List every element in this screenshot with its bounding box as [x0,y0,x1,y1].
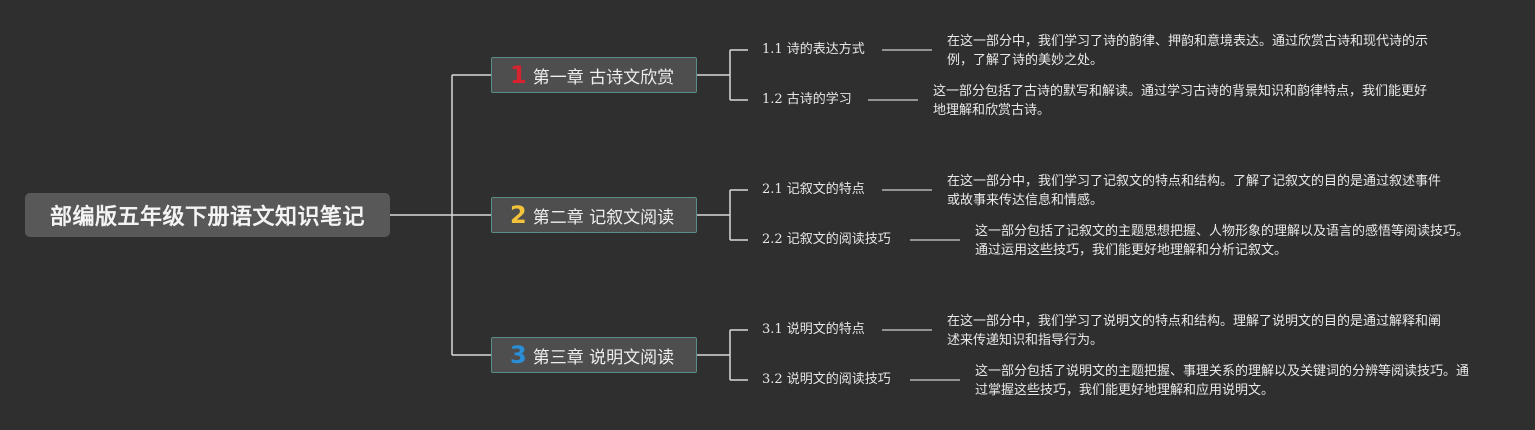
chapter-3-title: 第三章 说明文阅读 [532,347,675,368]
section-2-2-node[interactable]: 2.2 记叙文的阅读技巧 [762,232,891,247]
section-2-1-description: 在这一部分中，我们学习了记叙文的特点和结构。了解了记叙文的目的是通过叙述事件或故… [947,174,1442,208]
root-topic[interactable]: 部编版五年级下册语文知识笔记 [25,193,390,237]
chapter-2-title: 第二章 记叙文阅读 [532,207,675,228]
chapter-2-number-icon: 2 [510,201,527,229]
section-2-1-node[interactable]: 2.1 记叙文的特点 [762,182,865,197]
section-3-2-node[interactable]: 3.2 说明文的阅读技巧 [762,372,891,387]
chapter-3-node[interactable]: 3 第三章 说明文阅读 [491,337,697,373]
section-3-2-description: 这一部分包括了说明文的主题把握、事理关系的理解以及关键词的分辨等阅读技巧。通过掌… [975,364,1470,398]
chapter-1-number-icon: 1 [510,61,527,89]
section-3-1-node[interactable]: 3.1 说明文的特点 [762,322,865,337]
section-2-2-description: 这一部分包括了记叙文的主题思想把握、人物形象的理解以及语言的感悟等阅读技巧。通过… [975,224,1470,258]
section-3-1-description: 在这一部分中，我们学习了说明文的特点和结构。理解了说明文的目的是通过解释和阐述来… [947,314,1442,348]
section-1-2-node[interactable]: 1.2 古诗的学习 [762,92,852,107]
chapter-3-number-icon: 3 [510,341,527,369]
section-1-1-description: 在这一部分中，我们学习了诗的韵律、押韵和意境表达。通过欣赏古诗和现代诗的示例，了… [947,34,1429,68]
chapter-2-node[interactable]: 2 第二章 记叙文阅读 [491,197,697,233]
root-topic-label: 部编版五年级下册语文知识笔记 [49,205,365,230]
chapter-1-node[interactable]: 1 第一章 古诗文欣赏 [491,57,697,93]
chapter-1-title: 第一章 古诗文欣赏 [532,67,675,88]
section-1-2-description: 这一部分包括了古诗的默写和解读。通过学习古诗的背景知识和韵律特点，我们能更好地理… [933,84,1428,118]
section-1-1-node[interactable]: 1.1 诗的表达方式 [762,42,865,57]
